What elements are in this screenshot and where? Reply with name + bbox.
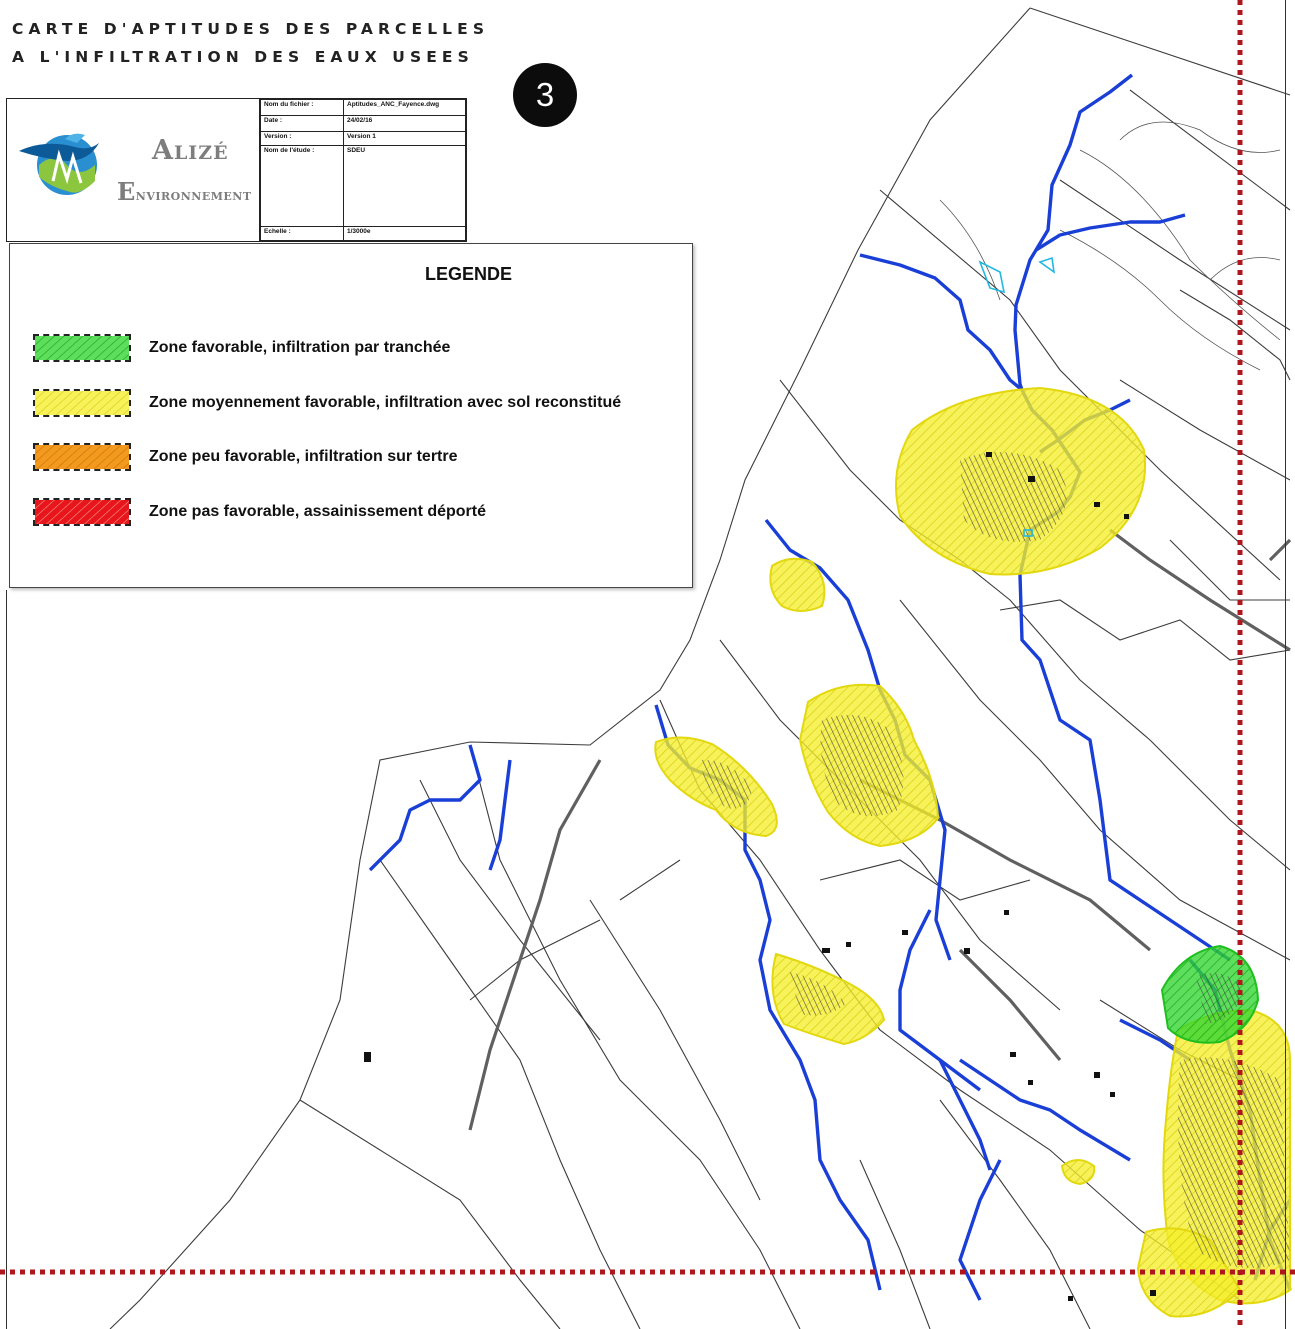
cartouche-value: SDEU <box>343 145 466 227</box>
cartouche-key: Date : <box>260 115 344 133</box>
alize-bird-globe-icon <box>19 133 99 195</box>
frame-right-border <box>1285 0 1286 1329</box>
sheet-number-badge: 3 <box>513 63 577 127</box>
contour-lines <box>939 121 1281 371</box>
logo-word-environnement-rest: nvironnement <box>135 186 252 204</box>
cartouche-box: Alizé Environnement Nom du fichier : Apt… <box>6 98 467 242</box>
hatched-yellow-swatch-icon <box>33 389 131 417</box>
legend-title: LEGENDE <box>425 264 513 284</box>
buildings <box>364 452 1156 1301</box>
logo-word-environnement: Environnement <box>117 177 252 206</box>
legend-label: Zone pas favorable, assainissement dépor… <box>149 503 487 520</box>
alize-logo: Alizé Environnement <box>7 99 260 241</box>
map-title-line-1: CARTE D'APTITUDES DES PARCELLES <box>12 20 490 38</box>
cartouche-row-scale: Echelle : 1/3000e <box>260 225 466 242</box>
cartouche-value: Aptitudes_ANC_Fayence.dwg <box>343 98 466 117</box>
map-title-line-2: A L'INFILTRATION DES EAUX USEES <box>12 48 474 66</box>
cartouche-value: 24/02/16 <box>343 115 466 133</box>
cartouche-key: Version : <box>260 131 344 147</box>
title-block: CARTE D'APTITUDES DES PARCELLES A L'INFI… <box>4 6 484 98</box>
cartouche-key: Nom de l'étude : <box>260 145 344 227</box>
cartouche-value: Version 1 <box>343 131 466 147</box>
logo-word-alize: Alizé <box>152 135 229 166</box>
logo-word-environnement-cap: E <box>117 177 136 206</box>
frame-left-border <box>6 590 7 1329</box>
built-up-hatching <box>700 452 1290 1268</box>
cartouche-row-file: Nom du fichier : Aptitudes_ANC_Fayence.d… <box>260 98 466 117</box>
cartouche-key: Echelle : <box>260 225 344 242</box>
cartouche-key: Nom du fichier : <box>260 98 344 117</box>
hatched-orange-swatch-icon <box>33 443 131 471</box>
cartouche-value: 1/3000e <box>343 225 466 242</box>
legend-label: Zone moyennement favorable, infiltration… <box>149 394 622 411</box>
map-legend: LEGENDE Zone favorable, infiltration par… <box>9 243 693 588</box>
hatched-red-swatch-icon <box>33 498 131 526</box>
water-basins <box>978 256 1056 537</box>
cartouche-row-version: Version : Version 1 <box>260 131 466 147</box>
cartouche-info-table: Nom du fichier : Aptitudes_ANC_Fayence.d… <box>260 98 466 242</box>
cartouche-row-date: Date : 24/02/16 <box>260 115 466 133</box>
cartouche-row-study: Nom de l'étude : SDEU <box>260 145 466 227</box>
legend-label: Zone peu favorable, infiltration sur ter… <box>149 448 458 465</box>
legend-label: Zone favorable, infiltration par tranché… <box>149 339 451 356</box>
hatched-green-swatch-icon <box>33 334 131 362</box>
